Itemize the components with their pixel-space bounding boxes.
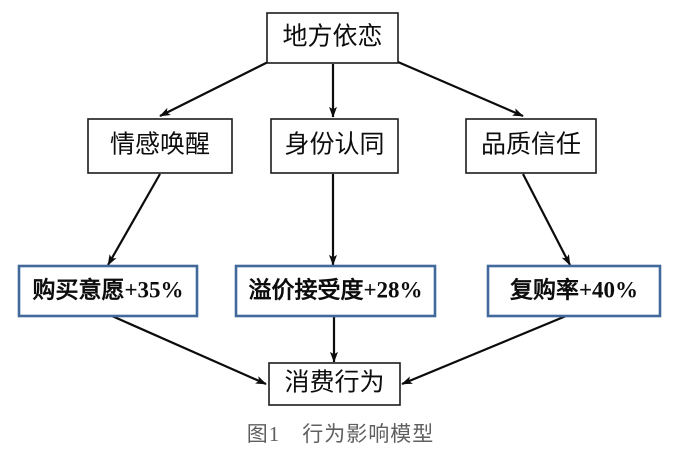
edge-root-to-quality-trust (397, 60, 524, 118)
node-quality-trust[interactable]: 品质信任 (465, 118, 597, 174)
node-identity[interactable]: 身份认同 (270, 118, 399, 174)
node-place-attachment[interactable]: 地方依恋 (266, 12, 399, 64)
edge-repurchase-rate-to-consumption (401, 314, 567, 386)
node-repurchase-rate-label: 复购率+40% (509, 276, 638, 302)
node-place-attachment-label: 地方依恋 (282, 23, 382, 51)
edge-emotional-arousal-to-purchase-intent (107, 173, 161, 266)
node-emotional-arousal-label: 情感唤醒 (110, 131, 210, 159)
node-purchase-intent[interactable]: 购买意愿+35% (17, 264, 199, 318)
node-premium-acceptance[interactable]: 溢价接受度+28% (234, 264, 437, 318)
edge-root-to-emotional-arousal (159, 61, 269, 117)
edge-quality-trust-to-repurchase-rate (522, 173, 571, 266)
node-premium-acceptance-label: 溢价接受度+28% (248, 276, 422, 302)
node-consumption-behavior[interactable]: 消费行为 (268, 362, 401, 406)
node-quality-trust-label: 品质信任 (481, 131, 581, 159)
node-consumption-behavior-label: 消费行为 (284, 369, 384, 397)
edge-purchase-intent-to-consumption (111, 314, 267, 386)
node-identity-label: 身份认同 (284, 131, 384, 159)
figure-caption: 图1 行为影响模型 (246, 422, 435, 446)
node-purchase-intent-label: 购买意愿+35% (32, 276, 183, 302)
node-repurchase-rate[interactable]: 复购率+40% (486, 264, 662, 318)
node-emotional-arousal[interactable]: 情感唤醒 (87, 118, 233, 174)
